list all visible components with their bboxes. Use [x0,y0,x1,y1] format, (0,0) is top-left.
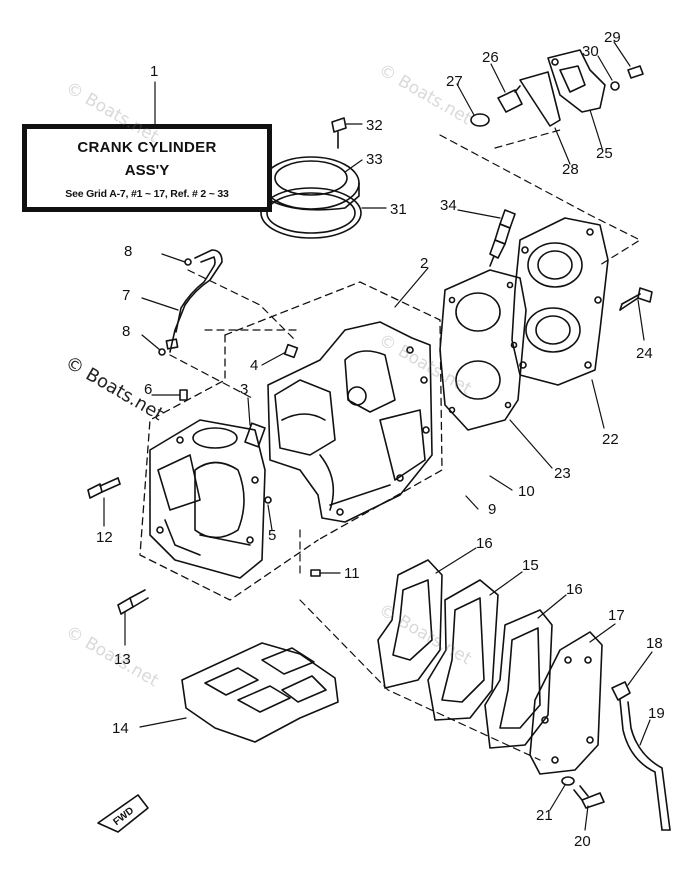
callout-6: 6 [144,381,152,398]
callout-9: 9 [488,501,496,518]
callout-21: 21 [536,807,553,824]
leader-lines [103,41,653,831]
hose-19 [611,681,671,831]
crankcase-assembly-outline [139,281,443,601]
bolt-29 [627,65,644,79]
callout-26: 26 [482,49,499,66]
callout-10: 10 [518,483,535,500]
callout-labels: 1 2 3 4 5 6 7 8 9 10 11 12 13 14 15 16 1… [96,29,665,850]
bolt-32 [331,117,347,149]
gasket-14 [181,642,339,743]
callout-16-a: 16 [476,535,493,552]
callout-25: 25 [596,145,613,162]
thermostat-cover-25 [547,49,606,113]
callout-18: 18 [646,635,663,652]
callout-27: 27 [446,73,463,90]
callout-14: 14 [112,720,129,737]
callout-12: 12 [96,529,113,546]
callout-13: 13 [114,651,131,668]
callout-17: 17 [608,607,625,624]
cylinder-head-22 [511,217,609,386]
thermostat-26 [497,85,523,113]
gasket-31 [260,187,362,239]
bolt-12 [87,477,121,499]
callout-8-a: 8 [122,323,130,340]
callout-19: 19 [648,705,665,722]
gasket-16-b [484,609,553,749]
callout-3: 3 [240,381,248,398]
callout-29: 29 [604,29,621,46]
callout-23: 23 [554,465,571,482]
callout-7: 7 [122,287,130,304]
callout-32: 32 [366,117,383,134]
assembly-title-box: CRANK CYLINDER ASS'Y See Grid A-7, #1 ~ … [22,124,272,212]
cylinder-body [149,419,266,579]
callout-1: 1 [150,63,158,80]
cover-33 [262,156,360,211]
gasket-16-a [377,559,443,689]
callout-15: 15 [522,557,539,574]
gasket-15 [427,579,499,721]
bolt-24 [619,287,653,311]
assembly-reference: See Grid A-7, #1 ~ 17, Ref. # 2 ~ 33 [65,188,229,200]
callout-2: 2 [420,255,428,272]
callout-4: 4 [250,357,258,374]
callout-31: 31 [390,201,407,218]
callout-5: 5 [268,527,276,544]
crankcase-body [267,321,433,523]
callout-22: 22 [602,431,619,448]
seal-27 [470,113,490,127]
callout-20: 20 [574,833,591,850]
bolt-20 [573,785,605,809]
exhaust-cover-17 [529,631,603,775]
callout-34: 34 [440,197,457,214]
assembly-title: CRANK CYLINDER [77,139,217,156]
bolt-13 [117,589,149,615]
gasket-23 [439,269,527,431]
fwd-label: FWD [111,805,136,828]
assembly-subtitle: ASS'Y [124,162,170,179]
thermostat-gasket-28 [519,71,561,127]
reference-lines [169,129,641,761]
fwd-arrow [97,794,149,833]
callout-16-b: 16 [566,581,583,598]
spark-plug-34 [489,209,516,267]
callout-11: 11 [344,565,360,582]
callout-24: 24 [636,345,653,362]
callout-30: 30 [582,43,599,60]
callout-33: 33 [366,151,383,168]
callout-8-b: 8 [124,243,132,260]
washer-30 [610,81,620,91]
callout-28: 28 [562,161,579,178]
